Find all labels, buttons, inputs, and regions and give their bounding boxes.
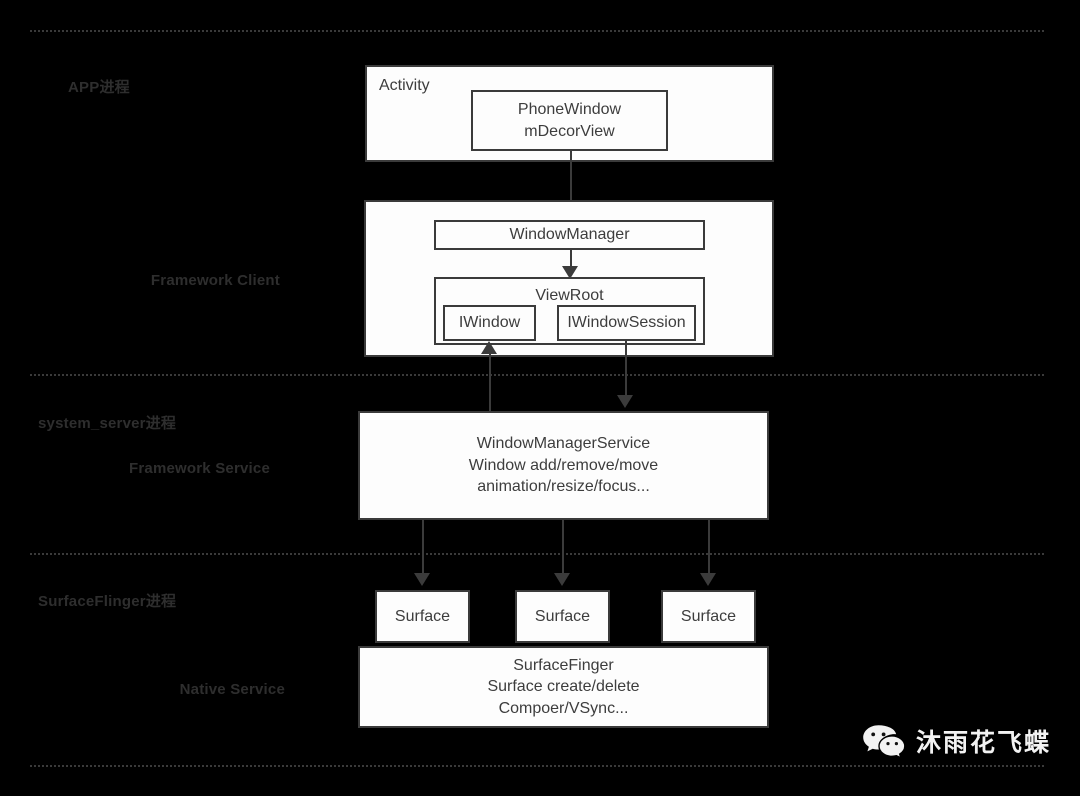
node-surface-3[interactable]: Surface xyxy=(661,590,756,643)
phonewindow-label-line1: PhoneWindow xyxy=(517,100,622,118)
label-native-service: Native Service xyxy=(179,681,285,698)
watermark: 沐雨花飞蝶 xyxy=(862,723,1052,760)
node-iwindow[interactable]: IWindow xyxy=(443,305,536,341)
divider-bottom xyxy=(30,765,1044,767)
arrowhead-wms-to-surface-3 xyxy=(700,573,716,586)
surface-1-label: Surface xyxy=(394,607,451,625)
arrowhead-windowmanager-to-viewroot xyxy=(562,266,578,279)
connector-wms-to-surface-2 xyxy=(562,520,564,578)
label-framework-client: Framework Client xyxy=(150,272,280,289)
surfacefinger-label-line2: Surface create/delete xyxy=(487,678,640,696)
connector-wms-to-surface-1 xyxy=(422,520,424,578)
arrowhead-wms-to-surface-2 xyxy=(554,573,570,586)
connector-phonewindow-to-windowmanager xyxy=(570,151,572,213)
viewroot-label: ViewRoot xyxy=(535,287,604,304)
label-system-server-process: system_server进程 xyxy=(38,415,177,432)
wms-label-line1: WindowManagerService xyxy=(476,435,651,453)
surface-2-label: Surface xyxy=(534,607,591,625)
label-app-process: APP进程 xyxy=(68,79,130,96)
arrowhead-iwindowsession-to-wms xyxy=(617,395,633,408)
arrowhead-wms-to-iwindow xyxy=(481,341,497,354)
node-windowmanager[interactable]: WindowManager xyxy=(434,220,705,250)
label-framework-service: Framework Service xyxy=(129,460,270,477)
label-surfaceflinger-process: SurfaceFlinger进程 xyxy=(38,593,177,610)
connector-wms-to-iwindow xyxy=(489,353,491,411)
windowmanager-label: WindowManager xyxy=(509,226,630,244)
divider-app-system xyxy=(30,374,1044,376)
wechat-icon xyxy=(862,724,906,760)
phonewindow-label-line2: mDecorView xyxy=(524,122,615,140)
node-surface-1[interactable]: Surface xyxy=(375,590,470,643)
surfacefinger-label-line3: Compoer/VSync... xyxy=(498,699,629,717)
iwindow-label: IWindow xyxy=(458,314,521,332)
surface-3-label: Surface xyxy=(680,607,737,625)
surfacefinger-label-line1: SurfaceFinger xyxy=(513,656,614,674)
iwindowsession-label: IWindowSession xyxy=(567,314,686,332)
connector-iwindowsession-to-wms xyxy=(625,341,627,403)
connector-windowmanager-to-viewroot xyxy=(570,250,572,275)
node-iwindowsession[interactable]: IWindowSession xyxy=(557,305,696,341)
divider-top xyxy=(30,30,1044,32)
activity-label: Activity xyxy=(379,77,430,94)
wms-label-line2: Window add/remove/move xyxy=(468,456,659,474)
wms-label-line3: animation/resize/focus... xyxy=(477,478,650,496)
node-surfacefinger[interactable]: SurfaceFinger Surface create/delete Comp… xyxy=(358,646,769,728)
node-surface-2[interactable]: Surface xyxy=(515,590,610,643)
node-windowmanagerservice[interactable]: WindowManagerService Window add/remove/m… xyxy=(358,411,769,520)
connector-wms-to-surface-3 xyxy=(708,520,710,578)
node-phonewindow[interactable]: PhoneWindow mDecorView xyxy=(471,90,668,151)
divider-system-surface xyxy=(30,553,1044,555)
arrowhead-wms-to-surface-1 xyxy=(414,573,430,586)
watermark-name: 沐雨花飞蝶 xyxy=(916,729,1052,757)
